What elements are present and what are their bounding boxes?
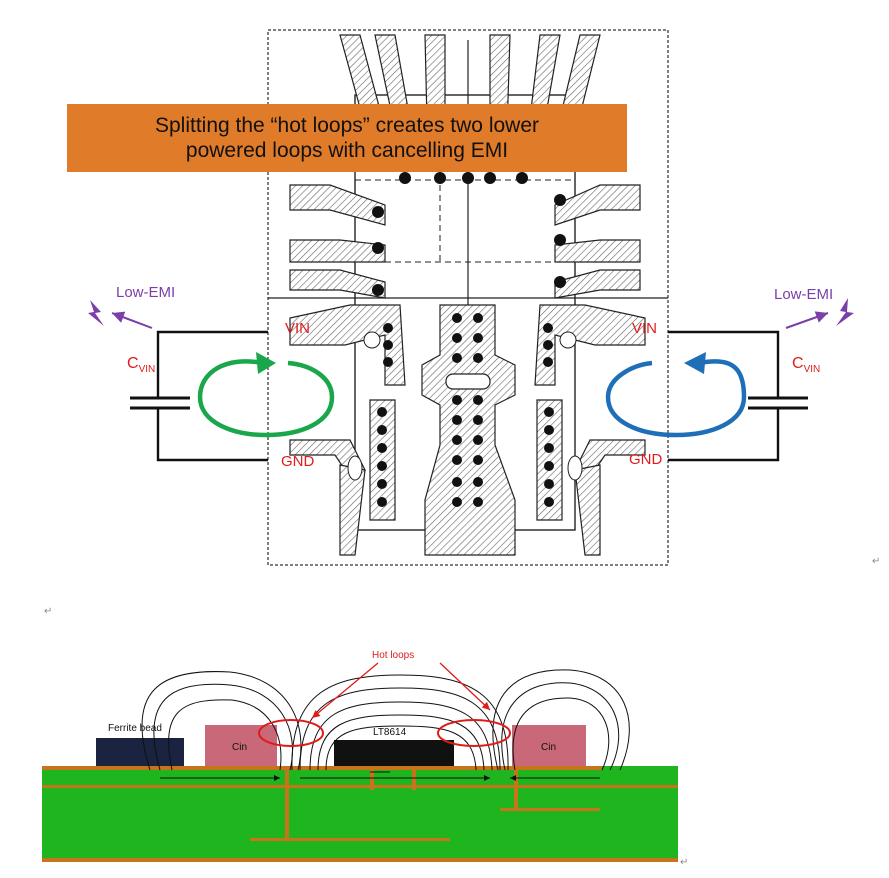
left-low-emi-label: Low-EMI <box>116 284 175 301</box>
return-mark: ↵ <box>872 556 881 567</box>
cin-right <box>512 725 586 766</box>
left-cap-label: CVIN <box>127 355 155 375</box>
ic-label: LT8614 <box>373 727 407 738</box>
right-gnd-label: GND <box>629 451 663 468</box>
left-current-loop <box>197 359 335 438</box>
left-circuit <box>88 300 335 462</box>
banner-line-1: Splitting the “hot loops” creates two lo… <box>154 114 540 137</box>
ic-package <box>334 740 454 766</box>
right-low-emi-label: Low-EMI <box>774 286 833 303</box>
left-gnd-label: GND <box>281 453 315 470</box>
ferrite-bead-label: Ferrite bead <box>108 723 162 734</box>
right-current-loop <box>605 359 747 438</box>
hot-loop-right <box>437 719 511 747</box>
title-banner: Splitting the “hot loops” creates two lo… <box>67 104 627 172</box>
cin-left-label: Cin <box>232 742 247 753</box>
emi-lightning-icon <box>836 298 854 326</box>
right-vin-label: VIN <box>632 320 657 337</box>
pcb-substrate <box>42 766 678 862</box>
board-cross-section <box>42 662 678 862</box>
cin-right-label: Cin <box>541 742 556 753</box>
return-mark: ↵ <box>44 606 53 617</box>
cin-left <box>205 725 277 766</box>
hot-loops-label: Hot loops <box>372 650 414 661</box>
emi-lightning-icon <box>88 300 104 326</box>
right-cap-label: CVIN <box>792 355 820 375</box>
banner-line-2: powered loops with cancelling EMI <box>185 139 509 162</box>
right-circuit <box>605 298 854 462</box>
left-vin-label: VIN <box>285 320 310 337</box>
return-mark: ↵ <box>680 857 689 868</box>
hot-loop-left <box>258 719 324 747</box>
